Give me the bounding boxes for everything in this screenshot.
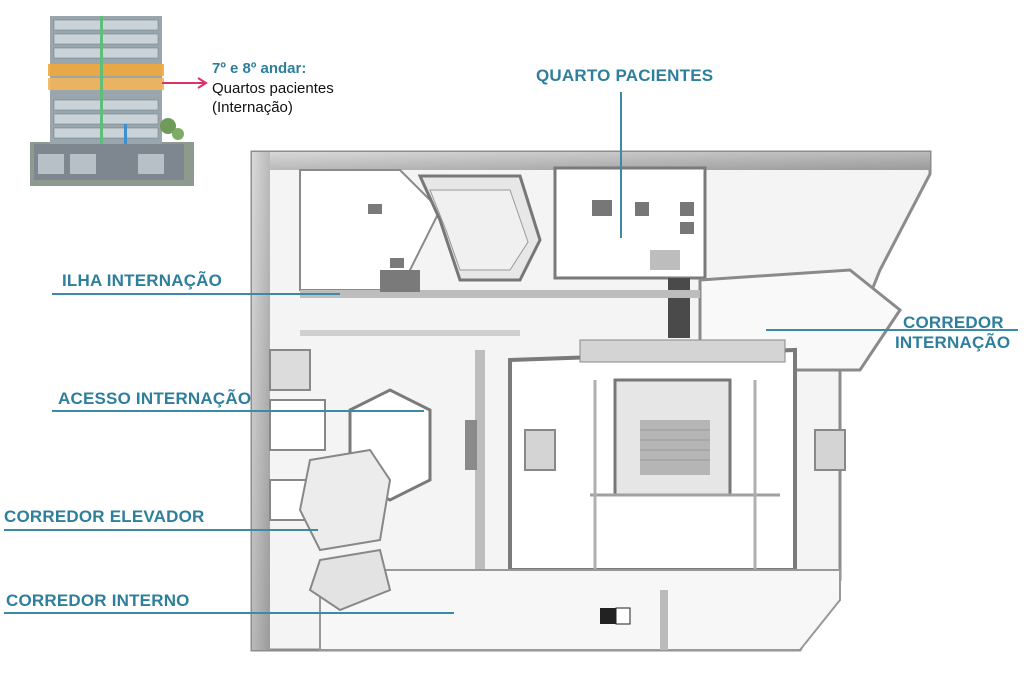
label-quarto-pacientes: QUARTO PACIENTES [536,66,714,85]
label-ilha-internacao: ILHA INTERNAÇÃO [62,271,223,290]
floor-callout-line1: Quartos pacientes [212,80,334,97]
floor-callout-description: Quartos pacientes (Internação) [212,79,372,117]
label-corredor-elevador: CORREDOR ELEVADOR [4,507,205,526]
leader-ilha-internacao [52,293,340,295]
leader-acesso-internacao [52,410,424,412]
leader-quarto-pacientes [620,92,622,238]
floor-arrow [162,77,208,89]
label-corredor-internacao-line1: CORREDOR [903,313,1004,332]
floor-plan [250,150,932,652]
leader-corredor-elevador [4,529,318,531]
label-corredor-interno: CORREDOR INTERNO [6,591,190,610]
floor-callout-title: 7º e 8º andar: [212,60,307,77]
leader-corredor-interno [4,612,454,614]
label-acesso-internacao: ACESSO INTERNAÇÃO [58,389,252,408]
leader-corredor-internacao [766,329,1018,331]
label-corredor-internacao-line2: INTERNAÇÃO [895,333,1011,352]
building-thumbnail [28,14,196,186]
floor-callout-line2: (Internação) [212,99,293,116]
